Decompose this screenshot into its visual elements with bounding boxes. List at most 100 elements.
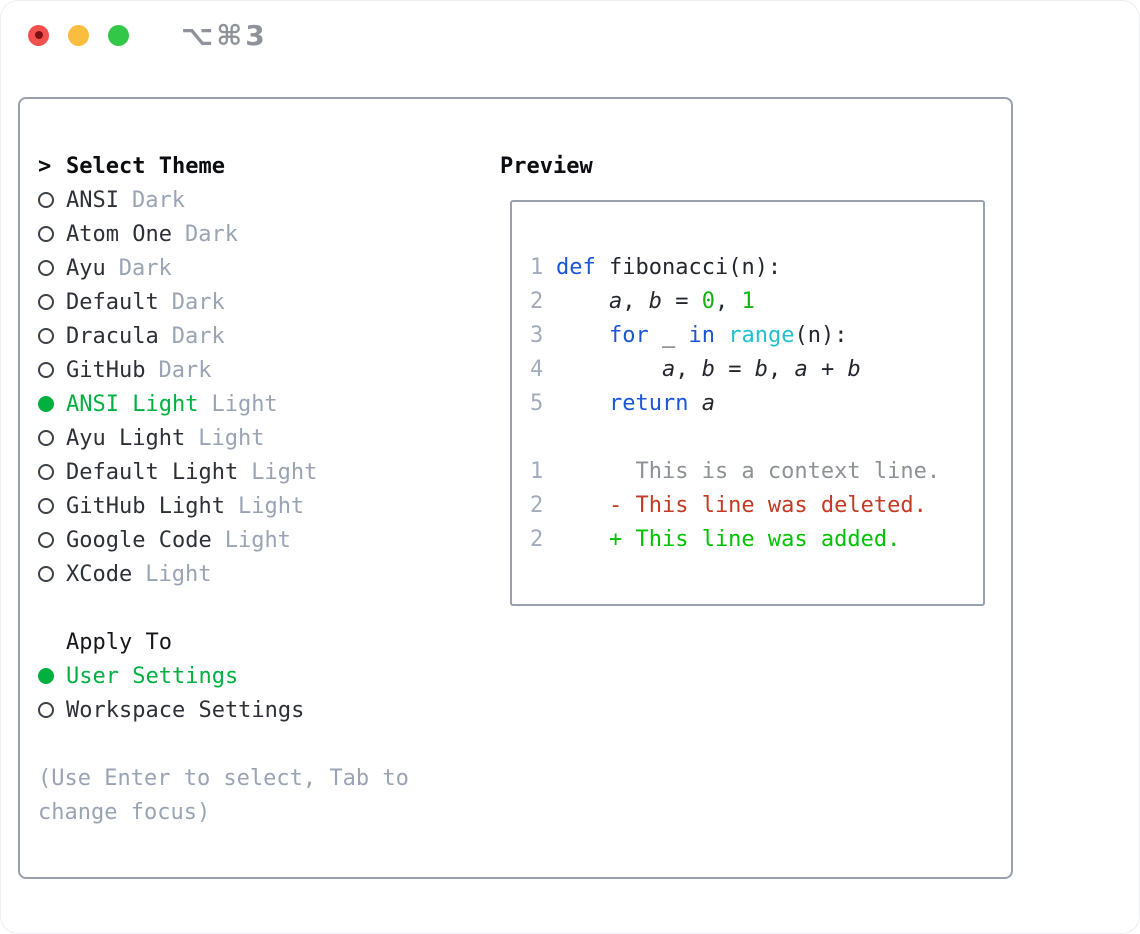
theme-variant: Light [145,561,212,587]
code-line: 3 for _ in range(n): [530,318,983,352]
apply-to-label: Workspace Settings [66,697,305,723]
theme-variant: Light [211,391,278,417]
apply-to-option[interactable]: User Settings [38,659,409,693]
code-token: b [701,356,715,382]
radio-icon [38,362,54,378]
theme-name: Ayu [66,255,106,281]
code-token: (n): [794,322,848,348]
theme-name: Default [66,289,159,315]
window-title-shortcut: ⌥⌘3 [181,18,268,52]
diff-text: + This line was added. [556,526,901,552]
line-number: 1 [530,254,544,280]
help-hint-line-1: (Use Enter to select, Tab to [38,765,409,791]
diff-text: - This line was deleted. [556,492,927,518]
line-number: 1 [530,458,544,484]
radio-icon [38,464,54,480]
code-token: a [661,356,676,382]
code-token: = [714,356,755,382]
window-titlebar: ⌥⌘3 [0,0,1140,70]
apply-to-header: Apply To [38,625,409,659]
close-dot-icon [34,31,43,39]
code-line: 2 a, b = 0, 1 [530,284,983,318]
theme-name: ANSI [66,187,119,213]
code-token: 1 [741,288,755,314]
theme-variant: Dark [158,357,212,383]
radio-icon [38,192,54,208]
window-minimize-button[interactable] [68,24,89,46]
line-number: 5 [530,390,544,416]
code-token: , [714,288,742,314]
code-token: , [622,288,649,314]
radio-column [38,192,66,208]
theme-name: Ayu Light [66,425,186,451]
radio-column [38,430,66,446]
radio-column [38,532,66,548]
help-hint-line-2: change focus) [38,799,211,825]
radio-selected-icon [38,396,54,412]
theme-name: XCode [66,561,133,587]
select-theme-header: > Select Theme [38,149,409,183]
code-token: , [767,356,795,382]
radio-column [38,702,66,718]
theme-variant: Dark [171,289,225,315]
radio-icon [38,294,54,310]
theme-variant: Light [251,459,318,485]
line-number: 4 [530,356,544,382]
theme-option[interactable]: GitHub Light Light [38,489,409,523]
code-token [715,323,728,348]
radio-column [38,464,66,480]
diff-line-context: 1 This is a context line. [530,454,983,488]
radio-column [38,226,66,242]
code-token: + [807,356,848,382]
apply-to-label: User Settings [66,663,239,689]
code-token: 0 [701,288,715,314]
code-token: fibonacci(n): [595,254,782,280]
theme-name: GitHub Light [66,493,225,519]
spacer [38,591,409,625]
line-number: 2 [530,492,544,518]
code-token: a [701,390,715,416]
code-token: range [728,322,795,348]
code-token: = [661,288,702,314]
code-line: 4 a, b = b, a + b [530,352,983,386]
line-number: 3 [530,322,544,348]
help-hint: (Use Enter to select, Tab to change focu… [38,761,409,829]
theme-name: GitHub [66,357,146,383]
select-theme-header-label: Select Theme [66,153,225,179]
apply-to-option[interactable]: Workspace Settings [38,693,409,727]
code-token [688,391,701,416]
theme-variant: Light [198,425,265,451]
code-token [556,391,609,416]
window-zoom-button[interactable] [108,24,129,46]
radio-column [38,668,66,684]
radio-column [38,396,66,412]
theme-option[interactable]: XCode Light [38,557,409,591]
blank-line [530,420,983,454]
diff-preview: 1 This is a context line. 2 - This line w… [530,454,983,556]
window-close-button[interactable] [28,24,49,46]
code-token: b [648,288,662,314]
code-token [556,323,609,348]
theme-variant: Dark [131,187,185,213]
code-token: b [847,356,861,382]
theme-option[interactable]: ANSI Dark [38,183,409,217]
radio-column [38,294,66,310]
theme-option[interactable]: Ayu Light Light [38,421,409,455]
code-token: b [754,356,768,382]
theme-option[interactable]: Default Dark [38,285,409,319]
theme-option[interactable]: GitHub Dark [38,353,409,387]
theme-variant: Light [237,493,305,519]
